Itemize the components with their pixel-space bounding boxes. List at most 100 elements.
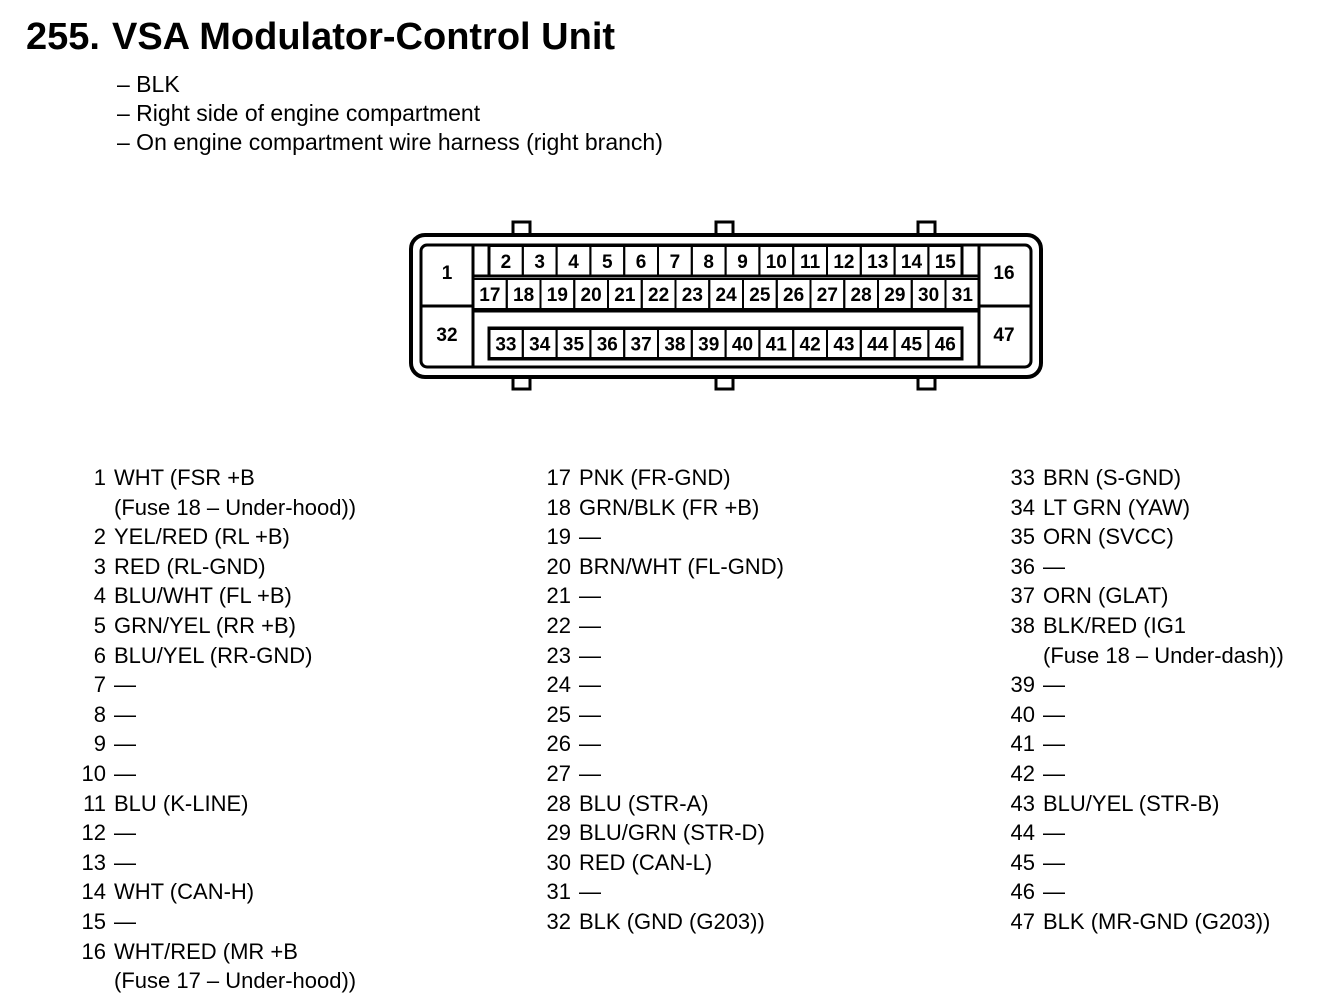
pin-number: 7 [93, 672, 106, 698]
pin-description: WHT (CAN-H) [114, 879, 255, 905]
pin-label-17: 17 [479, 285, 500, 306]
pin-number: 18 [546, 494, 571, 520]
pin-entry-19: 19— [535, 522, 784, 552]
pin-description: WHT/RED (MR +B (Fuse 17 – Under-hood)) [114, 938, 357, 994]
pin-label-18: 18 [513, 285, 534, 306]
pin-description: — [579, 731, 601, 757]
pin-cell-15 [927, 245, 964, 277]
pin-label-4: 4 [568, 252, 579, 273]
pin-entry-7: 7— [70, 670, 356, 700]
pin-entry-8: 8— [70, 700, 356, 730]
pin-number: 47 [1010, 908, 1035, 934]
pin-description: BLK (MR-GND (G203)) [1043, 908, 1271, 934]
pin-entry-42: 42— [999, 759, 1284, 789]
pin-description: — [579, 642, 601, 668]
pin-description: — [114, 731, 136, 757]
pin-description: BLU/YEL (RR-GND) [114, 642, 313, 668]
pin-label-19: 19 [547, 285, 568, 306]
pin-number: 42 [1010, 760, 1035, 786]
pin-number: 3 [93, 553, 106, 579]
pin-entry-25: 25 — [535, 700, 784, 730]
pin-description: RED (CAN-L) [579, 849, 713, 875]
connector-tabs [511, 220, 937, 391]
pin-description: — [579, 701, 601, 727]
pin-entry-31: 31— [535, 877, 784, 907]
pin-description: — [1043, 731, 1065, 757]
pin-entry-15: 15 — [70, 907, 356, 937]
pin-description: BLU/YEL (STR-B) [1043, 790, 1220, 816]
pin-number: 35 [1010, 524, 1035, 550]
pin-entry-12: 12— [70, 818, 356, 848]
pin-label-2: 2 [501, 252, 512, 273]
pin-label-34: 34 [529, 335, 551, 356]
pin-description: BRN/WHT (FL-GND) [579, 553, 784, 579]
pin-label-36: 36 [597, 335, 618, 356]
pin-description: — [114, 760, 136, 786]
pin-number: 8 [93, 701, 106, 727]
pin-description: — [114, 701, 136, 727]
pin-label-39: 39 [698, 335, 719, 356]
connector-notes: – BLK – Right side of engine compartment… [117, 70, 663, 157]
pin-entry-24: 24— [535, 670, 784, 700]
pin-number: 45 [1010, 849, 1035, 875]
page-title: 255.VSA Modulator-Control Unit [26, 16, 615, 59]
pin-number: 15 [81, 908, 106, 934]
pin-cell-46 [927, 328, 964, 359]
pin-description: BLK/RED (IG1 (Fuse 18 – Under-dash)) [1043, 612, 1284, 668]
pin-description: — [114, 908, 136, 934]
pin-label-23: 23 [682, 285, 703, 306]
pin-label-38: 38 [664, 335, 685, 356]
pin-number: 16 [81, 938, 106, 964]
pin-label-16: 16 [993, 263, 1014, 284]
pin-description: GRN/YEL (RR +B) [114, 612, 296, 638]
pin-label-37: 37 [631, 335, 652, 356]
pin-entry-16: 16 WHT/RED (MR +B (Fuse 17 – Under-hood)) [70, 937, 357, 996]
pin-description: — [579, 524, 601, 550]
note-color: – BLK [117, 71, 180, 97]
pin-label-24: 24 [716, 285, 738, 306]
pin-description: BLU/WHT (FL +B) [114, 583, 292, 609]
pin-description: ORN (SVCC) [1043, 524, 1174, 550]
pin-label-33: 33 [495, 335, 516, 356]
pin-entry-18: 18 GRN/BLK (FR +B) [535, 493, 784, 523]
pin-number: 12 [81, 820, 106, 846]
pin-description: YEL/RED (RL +B) [114, 524, 290, 550]
note-location: – Right side of engine compartment [117, 100, 481, 126]
pin-entry-47: 47 BLK (MR-GND (G203)) [999, 907, 1284, 937]
pin-label-25: 25 [749, 285, 771, 306]
pin-description: BLU (STR-A) [579, 790, 709, 816]
pin-number: 11 [83, 790, 106, 816]
pin-number: 29 [546, 820, 571, 846]
pin-label-10: 10 [766, 252, 787, 273]
pin-number: 10 [81, 760, 106, 786]
pin-description: LT GRN (YAW) [1043, 494, 1191, 520]
pin-description: GRN/BLK (FR +B) [579, 494, 760, 520]
pin-label-11: 11 [800, 252, 821, 273]
pin-number: 25 [546, 701, 571, 727]
pin-description: BLK (GND (G203)) [579, 908, 765, 934]
pin-label-44: 44 [867, 335, 889, 356]
pin-number: 4 [93, 583, 106, 609]
pin-number: 2 [93, 524, 106, 550]
pin-number: 9 [93, 731, 106, 757]
pin-number: 38 [1010, 612, 1035, 638]
pin-label-30: 30 [918, 285, 939, 306]
pin-label-32: 32 [436, 325, 457, 346]
pin-description: — [114, 849, 136, 875]
